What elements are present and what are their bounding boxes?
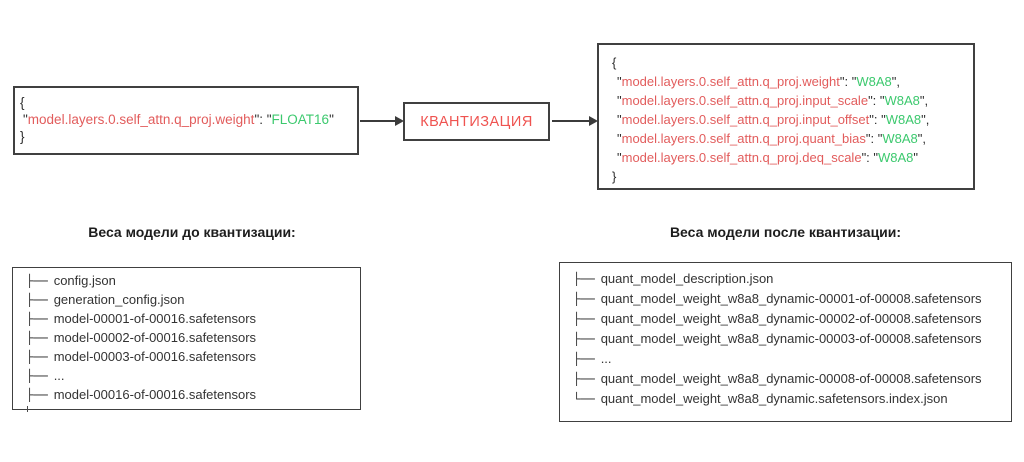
file-name: quant_model_description.json — [600, 271, 774, 286]
quote-char: " — [919, 93, 925, 108]
quote-char: " — [329, 112, 334, 127]
quote-char: " — [617, 93, 622, 108]
json-key: model.layers.0.self_attn.q_proj.quant_bi… — [621, 131, 866, 146]
tree-branch-icon: ├── — [26, 274, 48, 288]
tree-item: ├── quant_model_description.json — [573, 271, 1003, 291]
quote-char: " — [617, 112, 622, 127]
quote-char: " — [23, 112, 28, 127]
json-key: model.layers.0.self_attn.q_proj.input_of… — [621, 112, 870, 127]
file-name: quant_model_weight_w8a8_dynamic-00001-of… — [600, 291, 982, 306]
tree-item: ├── model-00003-of-00016.safetensors — [26, 349, 352, 368]
quote-char: " — [617, 74, 622, 89]
quote-char: " — [617, 131, 622, 146]
colon-separator: ": " — [865, 131, 883, 146]
json-value: W8A8 — [885, 112, 922, 127]
file-name: model-00016-of-00016.safetensors — [53, 387, 257, 402]
tree-branch-icon: ├── — [26, 331, 48, 345]
file-name: ... — [53, 368, 65, 383]
json-line: "model.layers.0.self_attn.q_proj.deq_sca… — [612, 148, 965, 167]
tree-item: ├── model-00016-of-00016.safetensors — [26, 387, 352, 406]
tree-branch-icon: ├── — [26, 350, 48, 364]
json-line: "model.layers.0.self_attn.q_proj.weight"… — [612, 72, 965, 91]
tree-item-ellipsis: ├──... — [26, 368, 352, 387]
comma-char: , — [922, 131, 926, 146]
json-close-brace: } — [20, 129, 25, 144]
quote-char: " — [617, 150, 622, 165]
json-line: "model.layers.0.self_attn.q_proj.quant_b… — [612, 129, 965, 148]
file-name: model-00002-of-00016.safetensors — [53, 330, 257, 345]
quote-char: " — [891, 74, 897, 89]
before-tree-box: ├── config.json ├── generation_config.json… — [12, 267, 361, 412]
json-line: "model.layers.0.self_attn.q_proj.input_o… — [612, 110, 965, 129]
json-after-box: { "model.layers.0.self_attn.q_proj.weigh… — [597, 43, 975, 190]
tree-item: ├── generation_config.json — [26, 292, 352, 311]
file-name: quant_model_weight_w8a8_dynamic-00008-of… — [600, 371, 982, 386]
flow-arrow-left — [360, 116, 404, 126]
tree-branch-icon: ├── — [573, 312, 595, 326]
tree-branch-icon: ├── — [26, 388, 48, 402]
json-key: model.layers.0.self_attn.q_proj.weight — [621, 74, 840, 89]
quantization-step-box: КВАНТИЗАЦИЯ — [403, 102, 550, 141]
colon-separator: ": " — [839, 74, 857, 89]
json-line: "model.layers.0.self_attn.q_proj.weight"… — [20, 111, 352, 128]
tree-branch-icon: ├── — [26, 293, 48, 307]
tree-continuation-line — [27, 406, 28, 412]
after-tree-box: ├── quant_model_description.json ├── quant… — [559, 262, 1012, 422]
json-key: model.layers.0.self_attn.q_proj.deq_scal… — [621, 150, 862, 165]
tree-branch-icon: ├── — [573, 352, 595, 366]
tree-item: └── quant_model_weight_w8a8_dynamic.safet… — [573, 391, 1003, 411]
quote-char: " — [917, 131, 923, 146]
comma-char: , — [924, 93, 929, 108]
comma-char: , — [925, 112, 930, 127]
tree-branch-icon: └── — [573, 392, 595, 406]
colon-separator: ": " — [254, 112, 272, 127]
tree-item: ├── quant_model_weight_w8a8_dynamic-00003… — [573, 331, 1003, 351]
json-close-brace: } — [612, 169, 617, 184]
tree-item: ├── model-00002-of-00016.safetensors — [26, 330, 352, 349]
json-value: W8A8 — [856, 74, 892, 89]
quote-char: " — [913, 150, 919, 165]
json-before-box: { "model.layers.0.self_attn.q_proj.weigh… — [13, 86, 359, 155]
before-tree-caption: Веса модели до квантизации: — [88, 224, 296, 240]
colon-separator: ": " — [869, 112, 886, 127]
json-value: W8A8 — [878, 150, 914, 165]
tree-item: ├── config.json — [26, 273, 352, 292]
colon-separator: ": " — [861, 150, 879, 165]
json-open-brace: { — [612, 55, 617, 70]
json-key: model.layers.0.self_attn.q_proj.weight — [27, 112, 255, 127]
tree-item-ellipsis: ├──... — [573, 351, 1003, 371]
tree-branch-icon: ├── — [26, 312, 48, 326]
file-name: quant_model_weight_w8a8_dynamic-00003-of… — [600, 331, 982, 346]
json-value: FLOAT16 — [271, 112, 330, 127]
tree-branch-icon: ├── — [573, 372, 595, 386]
quantization-label: КВАНТИЗАЦИЯ — [420, 113, 533, 130]
json-open-brace: { — [20, 95, 25, 110]
json-key: model.layers.0.self_attn.q_proj.input_sc… — [621, 93, 869, 108]
tree-branch-icon: ├── — [573, 332, 595, 346]
colon-separator: ": " — [868, 93, 885, 108]
file-name: model-00001-of-00016.safetensors — [53, 311, 257, 326]
comma-char: , — [896, 74, 900, 89]
file-name: ... — [600, 351, 612, 366]
json-value: W8A8 — [884, 93, 920, 108]
tree-item: ├── quant_model_weight_w8a8_dynamic-00001… — [573, 291, 1003, 311]
file-name: quant_model_weight_w8a8_dynamic-00002-of… — [600, 311, 982, 326]
file-name: config.json — [53, 273, 116, 288]
quote-char: " — [921, 112, 926, 127]
json-line: "model.layers.0.self_attn.q_proj.input_s… — [612, 91, 965, 110]
tree-item: ├── model-00001-of-00016.safetensors — [26, 311, 352, 330]
json-value: W8A8 — [882, 131, 918, 146]
tree-branch-icon: ├── — [573, 292, 595, 306]
tree-item: ├── quant_model_weight_w8a8_dynamic-00002… — [573, 311, 1003, 331]
tree-branch-icon: ├── — [26, 369, 48, 383]
after-tree-caption: Веса модели после квантизации: — [669, 224, 902, 240]
flow-arrow-right — [552, 116, 598, 126]
tree-branch-icon: ├── — [573, 272, 595, 286]
file-name: model-00003-of-00016.safetensors — [53, 349, 257, 364]
file-name: generation_config.json — [53, 292, 185, 307]
file-name: quant_model_weight_w8a8_dynamic.safetens… — [600, 391, 948, 406]
tree-item: ├── quant_model_weight_w8a8_dynamic-00008… — [573, 371, 1003, 391]
